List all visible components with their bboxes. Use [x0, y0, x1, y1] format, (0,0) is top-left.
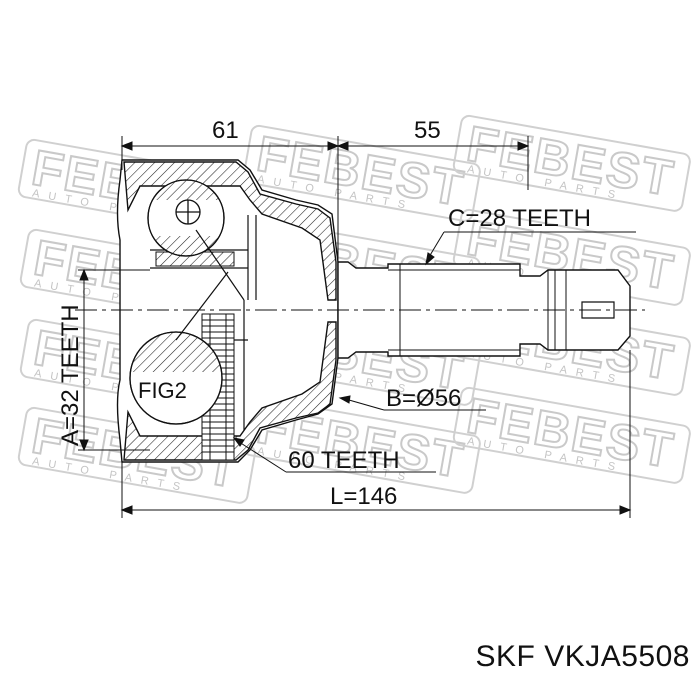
leader-lines	[175, 229, 245, 341]
detail-circle-upper	[147, 179, 225, 257]
part-caption: SKF VKJA5508	[476, 640, 690, 674]
figure-label: FIG2	[138, 378, 187, 403]
watermark-12: FEBEST AUTO PARTS	[452, 386, 691, 484]
dim-length-55: 55	[414, 117, 441, 144]
watermark-3: FEBEST AUTO PARTS	[452, 114, 691, 212]
dim-spline-c: C=28 TEETH	[448, 205, 591, 232]
dimension-lines	[78, 136, 636, 518]
dim-abs-teeth: 60 TEETH	[288, 447, 400, 474]
detail-circle-fig2: FIG2	[129, 331, 223, 425]
dim-diameter-b: B=Ø56	[386, 385, 461, 412]
dim-spline-a: A=32 TEETH	[57, 304, 84, 446]
dim-length-61: 61	[212, 117, 239, 144]
caption-brand: SKF	[475, 640, 536, 673]
caption-part-number: VKJA5508	[544, 640, 690, 673]
housing-wall-upper	[123, 161, 337, 301]
dim-total-length: L=146	[330, 483, 397, 510]
